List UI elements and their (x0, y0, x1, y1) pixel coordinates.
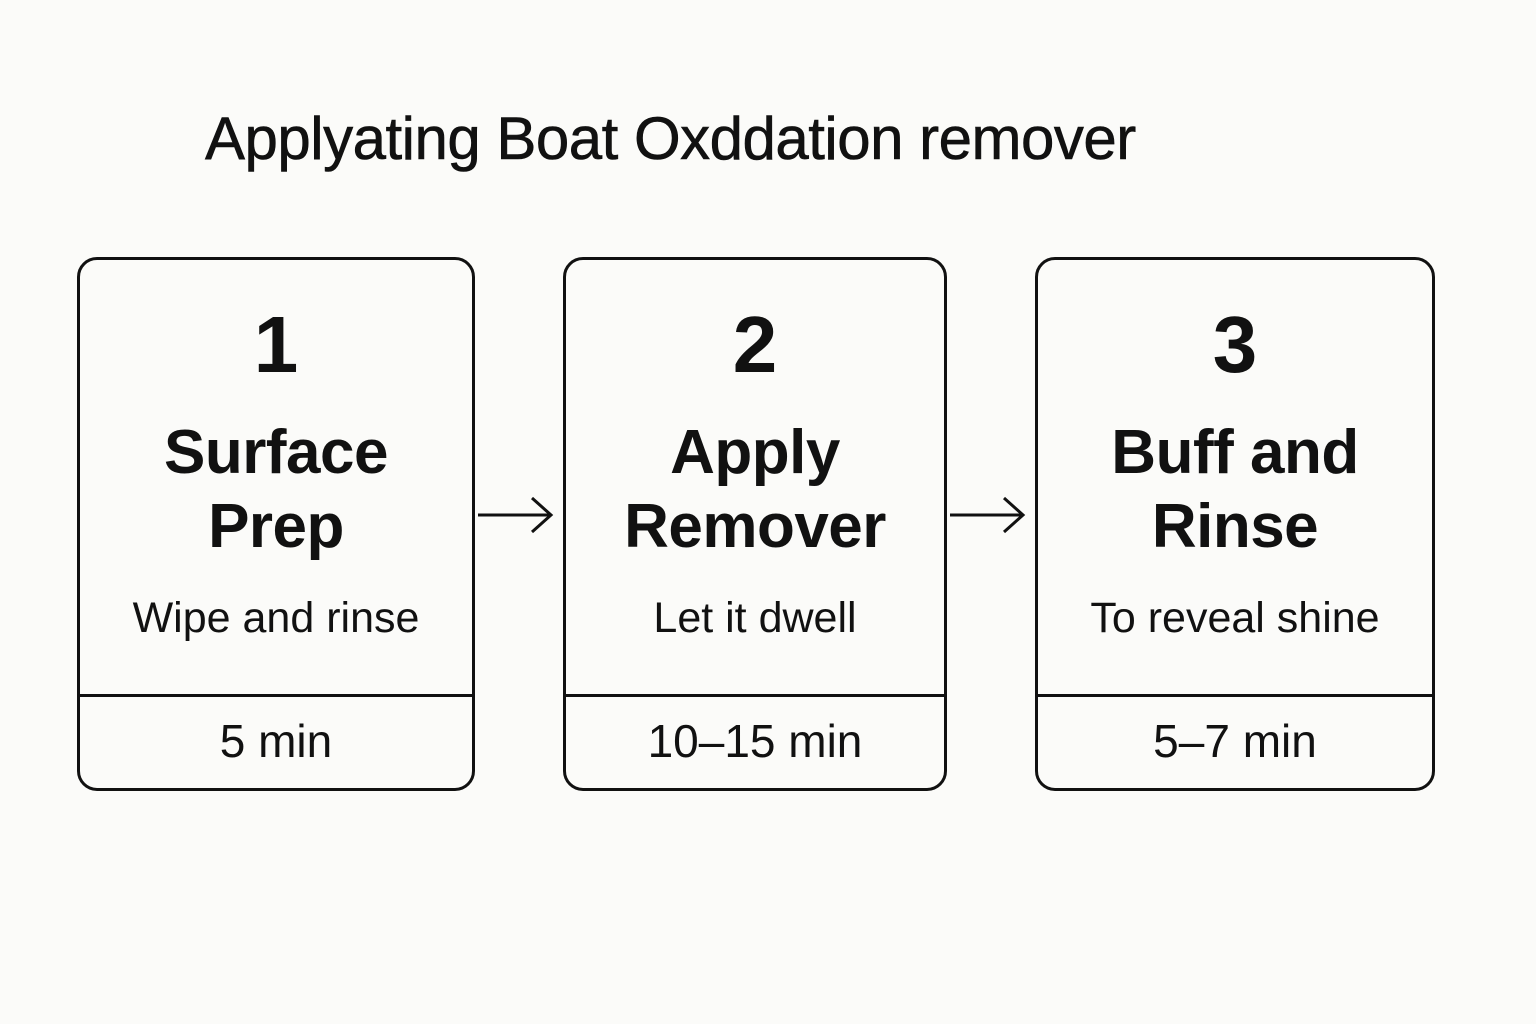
step-title-line-2: Remover (624, 492, 886, 561)
step-title: Apply Remover (566, 416, 944, 564)
step-title-line-1: Buff and (1111, 418, 1359, 487)
step-duration: 10–15 min (647, 715, 863, 767)
page-title: Applyating Boat Oxddation remover (205, 105, 1137, 173)
step-card-body: 3 Buff and Rinse To reveal shine (1038, 260, 1432, 697)
step-card-1: 1 Surface Prep Wipe and rinse 5 min (77, 257, 475, 791)
step-duration: 5–7 min (1153, 715, 1317, 767)
step-description: Let it dwell (653, 594, 857, 642)
step-title-line-1: Apply (670, 418, 840, 487)
step-card-3: 3 Buff and Rinse To reveal shine 5–7 min (1035, 257, 1435, 791)
step-card-body: 2 Apply Remover Let it dwell (566, 260, 944, 697)
arrow-right-icon (950, 496, 1026, 534)
step-description: Wipe and rinse (132, 594, 420, 642)
step-title-line-1: Surface (164, 418, 388, 487)
step-duration: 5 min (219, 715, 333, 767)
step-number: 2 (732, 300, 778, 389)
step-title-line-2: Prep (208, 492, 344, 561)
step-description: To reveal shine (1090, 594, 1380, 642)
step-card-2: 2 Apply Remover Let it dwell 10–15 min (563, 257, 947, 791)
step-title: Surface Prep (80, 416, 472, 564)
arrow-right-icon (478, 496, 554, 534)
step-number: 1 (253, 300, 299, 389)
step-title-line-2: Rinse (1151, 492, 1319, 561)
step-card-body: 1 Surface Prep Wipe and rinse (80, 260, 472, 697)
step-title: Buff and Rinse (1038, 416, 1432, 564)
step-number: 3 (1212, 300, 1258, 389)
